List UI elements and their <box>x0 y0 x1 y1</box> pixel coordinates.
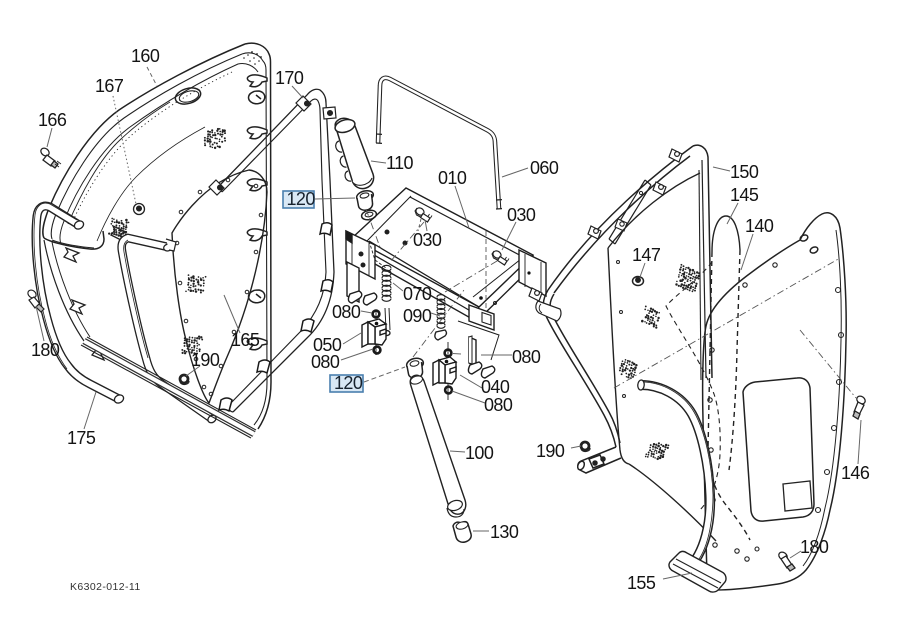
svg-text:070: 070 <box>403 284 432 304</box>
svg-text:155: 155 <box>627 573 656 593</box>
svg-text:080: 080 <box>311 352 340 372</box>
svg-text:110: 110 <box>386 153 413 173</box>
svg-text:167: 167 <box>95 76 124 96</box>
svg-text:146: 146 <box>841 463 870 483</box>
svg-text:080: 080 <box>332 302 361 322</box>
svg-text:090: 090 <box>403 306 432 326</box>
svg-text:K6302-012-11: K6302-012-11 <box>70 581 141 593</box>
svg-text:147: 147 <box>632 245 661 265</box>
svg-text:080: 080 <box>484 395 513 415</box>
svg-text:166: 166 <box>38 110 67 130</box>
svg-text:190: 190 <box>536 441 565 461</box>
svg-text:140: 140 <box>745 216 774 236</box>
svg-text:145: 145 <box>730 185 759 205</box>
svg-text:180: 180 <box>31 340 60 360</box>
svg-text:060: 060 <box>530 158 559 178</box>
svg-text:180: 180 <box>800 537 829 557</box>
svg-text:040: 040 <box>481 377 510 397</box>
svg-text:130: 130 <box>490 522 519 542</box>
svg-text:120: 120 <box>334 373 363 393</box>
svg-text:120: 120 <box>287 189 316 209</box>
svg-text:050: 050 <box>313 335 342 355</box>
svg-text:010: 010 <box>438 168 467 188</box>
svg-text:165: 165 <box>231 330 260 350</box>
svg-text:190: 190 <box>191 350 220 370</box>
svg-text:080: 080 <box>512 347 541 367</box>
svg-text:175: 175 <box>67 428 96 448</box>
svg-text:030: 030 <box>507 205 536 225</box>
svg-text:160: 160 <box>131 46 160 66</box>
svg-text:170: 170 <box>275 68 304 88</box>
svg-text:030: 030 <box>413 230 442 250</box>
svg-text:150: 150 <box>730 162 759 182</box>
svg-text:100: 100 <box>465 443 494 463</box>
